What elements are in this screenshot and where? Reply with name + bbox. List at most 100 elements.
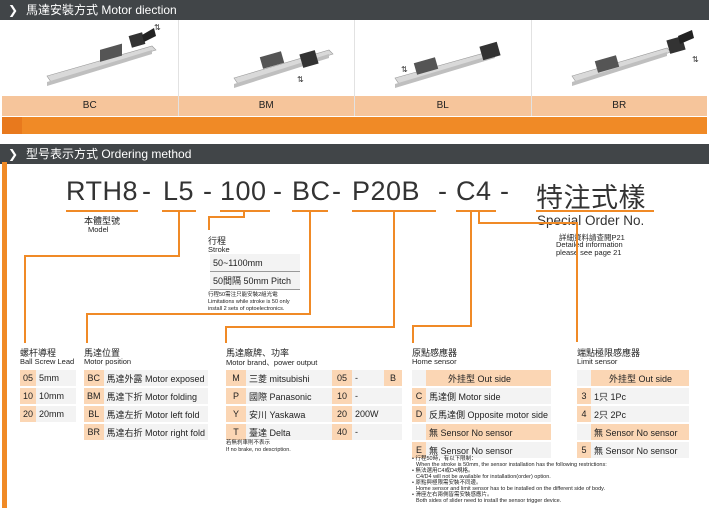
stroke-label-cn: 行程 (208, 236, 227, 246)
lead-value: 10mm (36, 387, 77, 406)
brake-code (384, 423, 402, 442)
leader-line (309, 212, 311, 315)
home-label-cn: 原點感應器 (412, 348, 458, 358)
brand-value: 安川 Yaskawa (246, 405, 332, 424)
position-value: 馬達左折 Motor left fold (103, 405, 209, 424)
lead-value: 20mm (36, 405, 77, 424)
home-value: 無 Sensor No sensor (426, 441, 552, 460)
home-note: Both sides of slider need to install the… (416, 498, 562, 504)
leader-line (208, 216, 210, 230)
position-label-cn: 馬達位置 (84, 348, 121, 358)
home-value: 無 Sensor No sensor (426, 423, 552, 442)
position-code: BR (84, 423, 104, 442)
code-dash: - (332, 176, 342, 206)
motor-option-label: BL (355, 96, 531, 116)
brake-code (384, 387, 402, 406)
brake-code: B (384, 370, 402, 388)
lead-label-cn: 螺杆導程 (20, 348, 57, 358)
limit-code (577, 423, 591, 442)
limit-label-cn: 端點極限感應器 (577, 348, 641, 358)
svg-text:⇅: ⇅ (297, 75, 304, 84)
stroke-note: 行程50需注只能安裝2組光電 (208, 292, 278, 298)
stroke-note: Limitations while stroke is 50 only (208, 299, 290, 305)
lead-code: 05 (20, 370, 37, 388)
leader-line (243, 212, 245, 218)
code-dash: - (142, 176, 152, 206)
motor-option-label: BR (531, 96, 707, 116)
home-code: C (412, 387, 426, 406)
home-note: • 行程50時，有以下限制： (412, 456, 477, 462)
lead-label-en: Ball Screw Lead (20, 357, 75, 366)
chevron-right-icon: ❯ (8, 3, 19, 17)
limit-value: 外挂型 Out side (591, 370, 689, 388)
actuator-br-image: ⇅ (571, 30, 699, 86)
motor-option-bm: ⇅ BM (178, 20, 355, 116)
code-underline (220, 210, 270, 212)
home-note: • 滑座左右兩側皆需安裝感應片。 (412, 492, 493, 498)
limit-value: 無 Sensor No sensor (591, 441, 689, 460)
power-value: - (352, 423, 384, 442)
position-value: 馬達右折 Motor right fold (103, 423, 209, 442)
code-underline (536, 210, 654, 212)
leader-line (478, 212, 480, 224)
brake-note: If no brake, no description. (226, 447, 291, 453)
svg-text:⇅: ⇅ (401, 65, 408, 74)
brake-code (384, 405, 402, 424)
lead-code: 10 (20, 387, 37, 406)
limit-value: 無 Sensor No sensor (591, 423, 689, 442)
code-special: 特注式樣 (536, 183, 646, 213)
leader-line (24, 255, 180, 257)
leader-line (86, 313, 310, 315)
section-title: 型号表示方式 Ordering method (26, 147, 192, 161)
special-order-line: Detailed information (556, 240, 623, 249)
code-dash: - (500, 176, 510, 206)
code-underline (456, 210, 496, 212)
lead-value: 5mm (36, 370, 77, 388)
table-row: 外挂型 Out side (577, 370, 689, 388)
leader-line (86, 313, 88, 343)
leader-line (478, 222, 578, 224)
section-header-motor-direction: ❯ 馬達安裝方式 Motor diection (0, 0, 709, 20)
brand-value: 國際 Panasonic (246, 387, 332, 406)
position-code: BC (84, 370, 104, 388)
brand-code: T (226, 423, 246, 442)
home-code: E (412, 441, 426, 460)
code-model: RTH8 (66, 176, 139, 206)
home-note: When the stroke is 50mm, the sensor inst… (416, 462, 607, 468)
actuator-bm-image: ⇅ (233, 49, 334, 88)
code-dash: - (438, 176, 448, 206)
lead-code: 20 (20, 405, 37, 424)
table-row: 無 Sensor No sensor (412, 423, 552, 442)
power-value: - (352, 370, 384, 388)
special-order-line: please see page 21 (556, 248, 622, 257)
code-stroke: 100 (220, 176, 267, 206)
orange-divider-bar (2, 117, 707, 134)
stroke-label-en: Stroke (208, 245, 230, 254)
motor-option-bl: ⇅ BL (355, 20, 532, 116)
brand-value: 臺達 Delta (246, 423, 332, 442)
limit-code: 3 (577, 387, 591, 406)
model-label-cn: 本體型號 (84, 216, 121, 226)
brand-code: M (226, 370, 246, 388)
section-header-ordering-method: ❯ 型号表示方式 Ordering method (0, 144, 709, 164)
home-code (412, 370, 426, 388)
limit-code: 5 (577, 441, 591, 460)
limit-value: 2只 2Pc (591, 405, 689, 424)
code-position: BC (292, 176, 331, 206)
leader-line (393, 212, 395, 328)
power-code: 40 (332, 423, 352, 442)
leader-line (412, 325, 414, 343)
